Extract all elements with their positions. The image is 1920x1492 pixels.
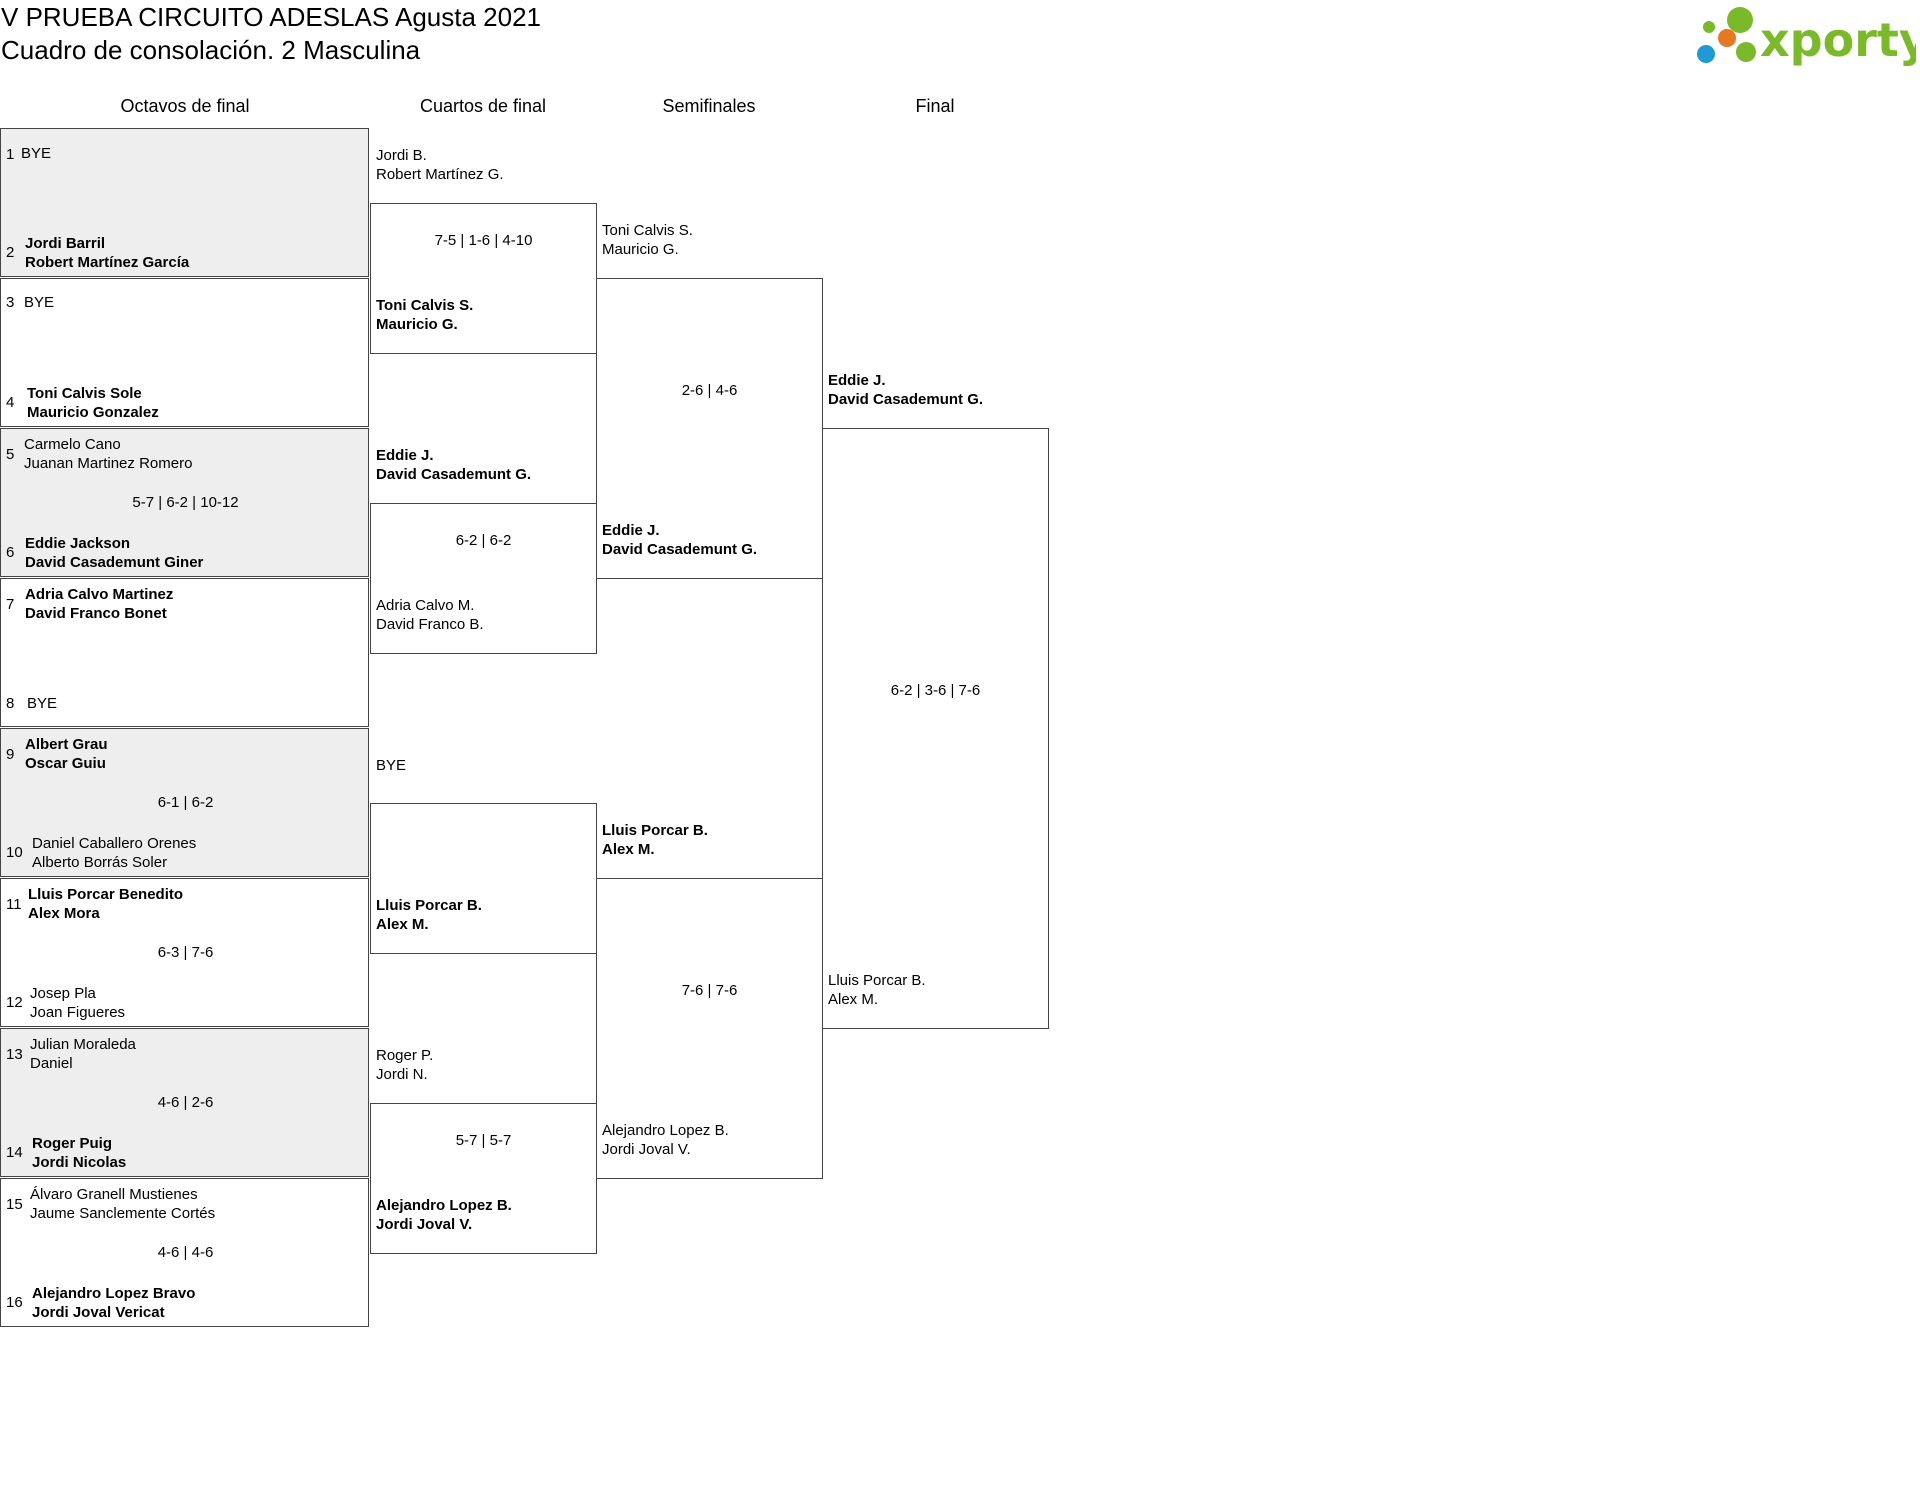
- qf-1-score: 7-5 | 1-6 | 4-10: [434, 232, 533, 249]
- logo-text: xporty: [1760, 13, 1916, 67]
- sf-1-team-b: Eddie J.David Casademunt G.: [602, 522, 758, 558]
- qf-4-score: 5-7 | 5-7: [455, 1132, 512, 1149]
- qf-3-team-a: BYE: [376, 757, 407, 774]
- sf-1-team-a: Toni Calvis S.Mauricio G.: [602, 222, 693, 258]
- round-header-final: Final: [915, 96, 955, 116]
- logo-dot-blue: [1697, 45, 1715, 63]
- qf-2-score: 6-2 | 6-2: [455, 532, 512, 549]
- seed-number: 14: [6, 1144, 23, 1161]
- team-b: BYE: [27, 695, 58, 712]
- team-a: BYE: [21, 145, 52, 162]
- seed-number: 9: [6, 746, 15, 763]
- seed-number: 12: [6, 994, 23, 1011]
- qf-4-team-b: Alejandro Lopez B.Jordi Joval V.: [376, 1197, 512, 1233]
- seed-number: 6: [6, 544, 15, 561]
- seed-number: 16: [6, 1294, 23, 1311]
- qf-4-team-a: Roger P.Jordi N.: [376, 1047, 434, 1083]
- round-header-r16: Octavos de final: [120, 96, 250, 116]
- sf-1-score: 2-6 | 4-6: [681, 382, 738, 399]
- seed-number: 1: [6, 146, 15, 163]
- qf-2-team-b: Adria Calvo M.David Franco B.: [376, 597, 484, 633]
- team-a: BYE: [24, 294, 55, 311]
- final-score: 6-2 | 3-6 | 7-6: [890, 682, 981, 699]
- seed-number: 11: [6, 896, 22, 913]
- qf-2-team-a: Eddie J.David Casademunt G.: [376, 447, 532, 483]
- page-subtitle: Cuadro de consolación. 2 Masculina: [1, 35, 421, 65]
- seed-number: 15: [6, 1196, 23, 1213]
- seed-number: 13: [6, 1046, 23, 1063]
- logo-dot-orange: [1718, 29, 1736, 47]
- match-score: 6-1 | 6-2: [157, 794, 214, 811]
- final-team-a: Eddie J.David Casademunt G.: [828, 372, 984, 408]
- sf-2-team-a: Lluis Porcar B.Alex M.: [602, 822, 708, 858]
- seed-number: 2: [6, 244, 15, 261]
- seed-number: 7: [6, 596, 15, 613]
- seed-number: 4: [6, 394, 15, 411]
- logo-dot-green-small: [1703, 21, 1715, 33]
- logo-dot-green-bottom: [1736, 42, 1756, 62]
- qf-3-team-b: Lluis Porcar B.Alex M.: [376, 897, 482, 933]
- page-title: V PRUEBA CIRCUITO ADESLAS Agusta 2021: [1, 2, 541, 32]
- final-team-b: Lluis Porcar B.Alex M.: [828, 972, 926, 1008]
- match-score: 5-7 | 6-2 | 10-12: [132, 494, 239, 511]
- logo-dot-green-large: [1727, 7, 1753, 33]
- match-score: 6-3 | 7-6: [157, 944, 214, 961]
- seed-number: 10: [6, 844, 23, 861]
- match-score: 4-6 | 4-6: [157, 1244, 214, 1261]
- seed-number: 8: [6, 695, 15, 712]
- match-score: 4-6 | 2-6: [157, 1094, 214, 1111]
- sf-2-team-b: Alejandro Lopez B.Jordi Joval V.: [602, 1122, 729, 1158]
- qf-1-team-a: Jordi B.Robert Martínez G.: [376, 147, 504, 183]
- round-header-qf: Cuartos de final: [419, 96, 547, 116]
- qf-1-team-b: Toni Calvis S.Mauricio G.: [376, 297, 474, 333]
- final-match-connector: [822, 428, 1049, 1029]
- sf-2-score: 7-6 | 7-6: [681, 982, 738, 999]
- round-header-sf: Semifinales: [662, 96, 756, 116]
- xporty-logo: xporty: [1692, 4, 1920, 68]
- seed-number: 5: [6, 446, 15, 463]
- seed-number: 3: [6, 294, 15, 311]
